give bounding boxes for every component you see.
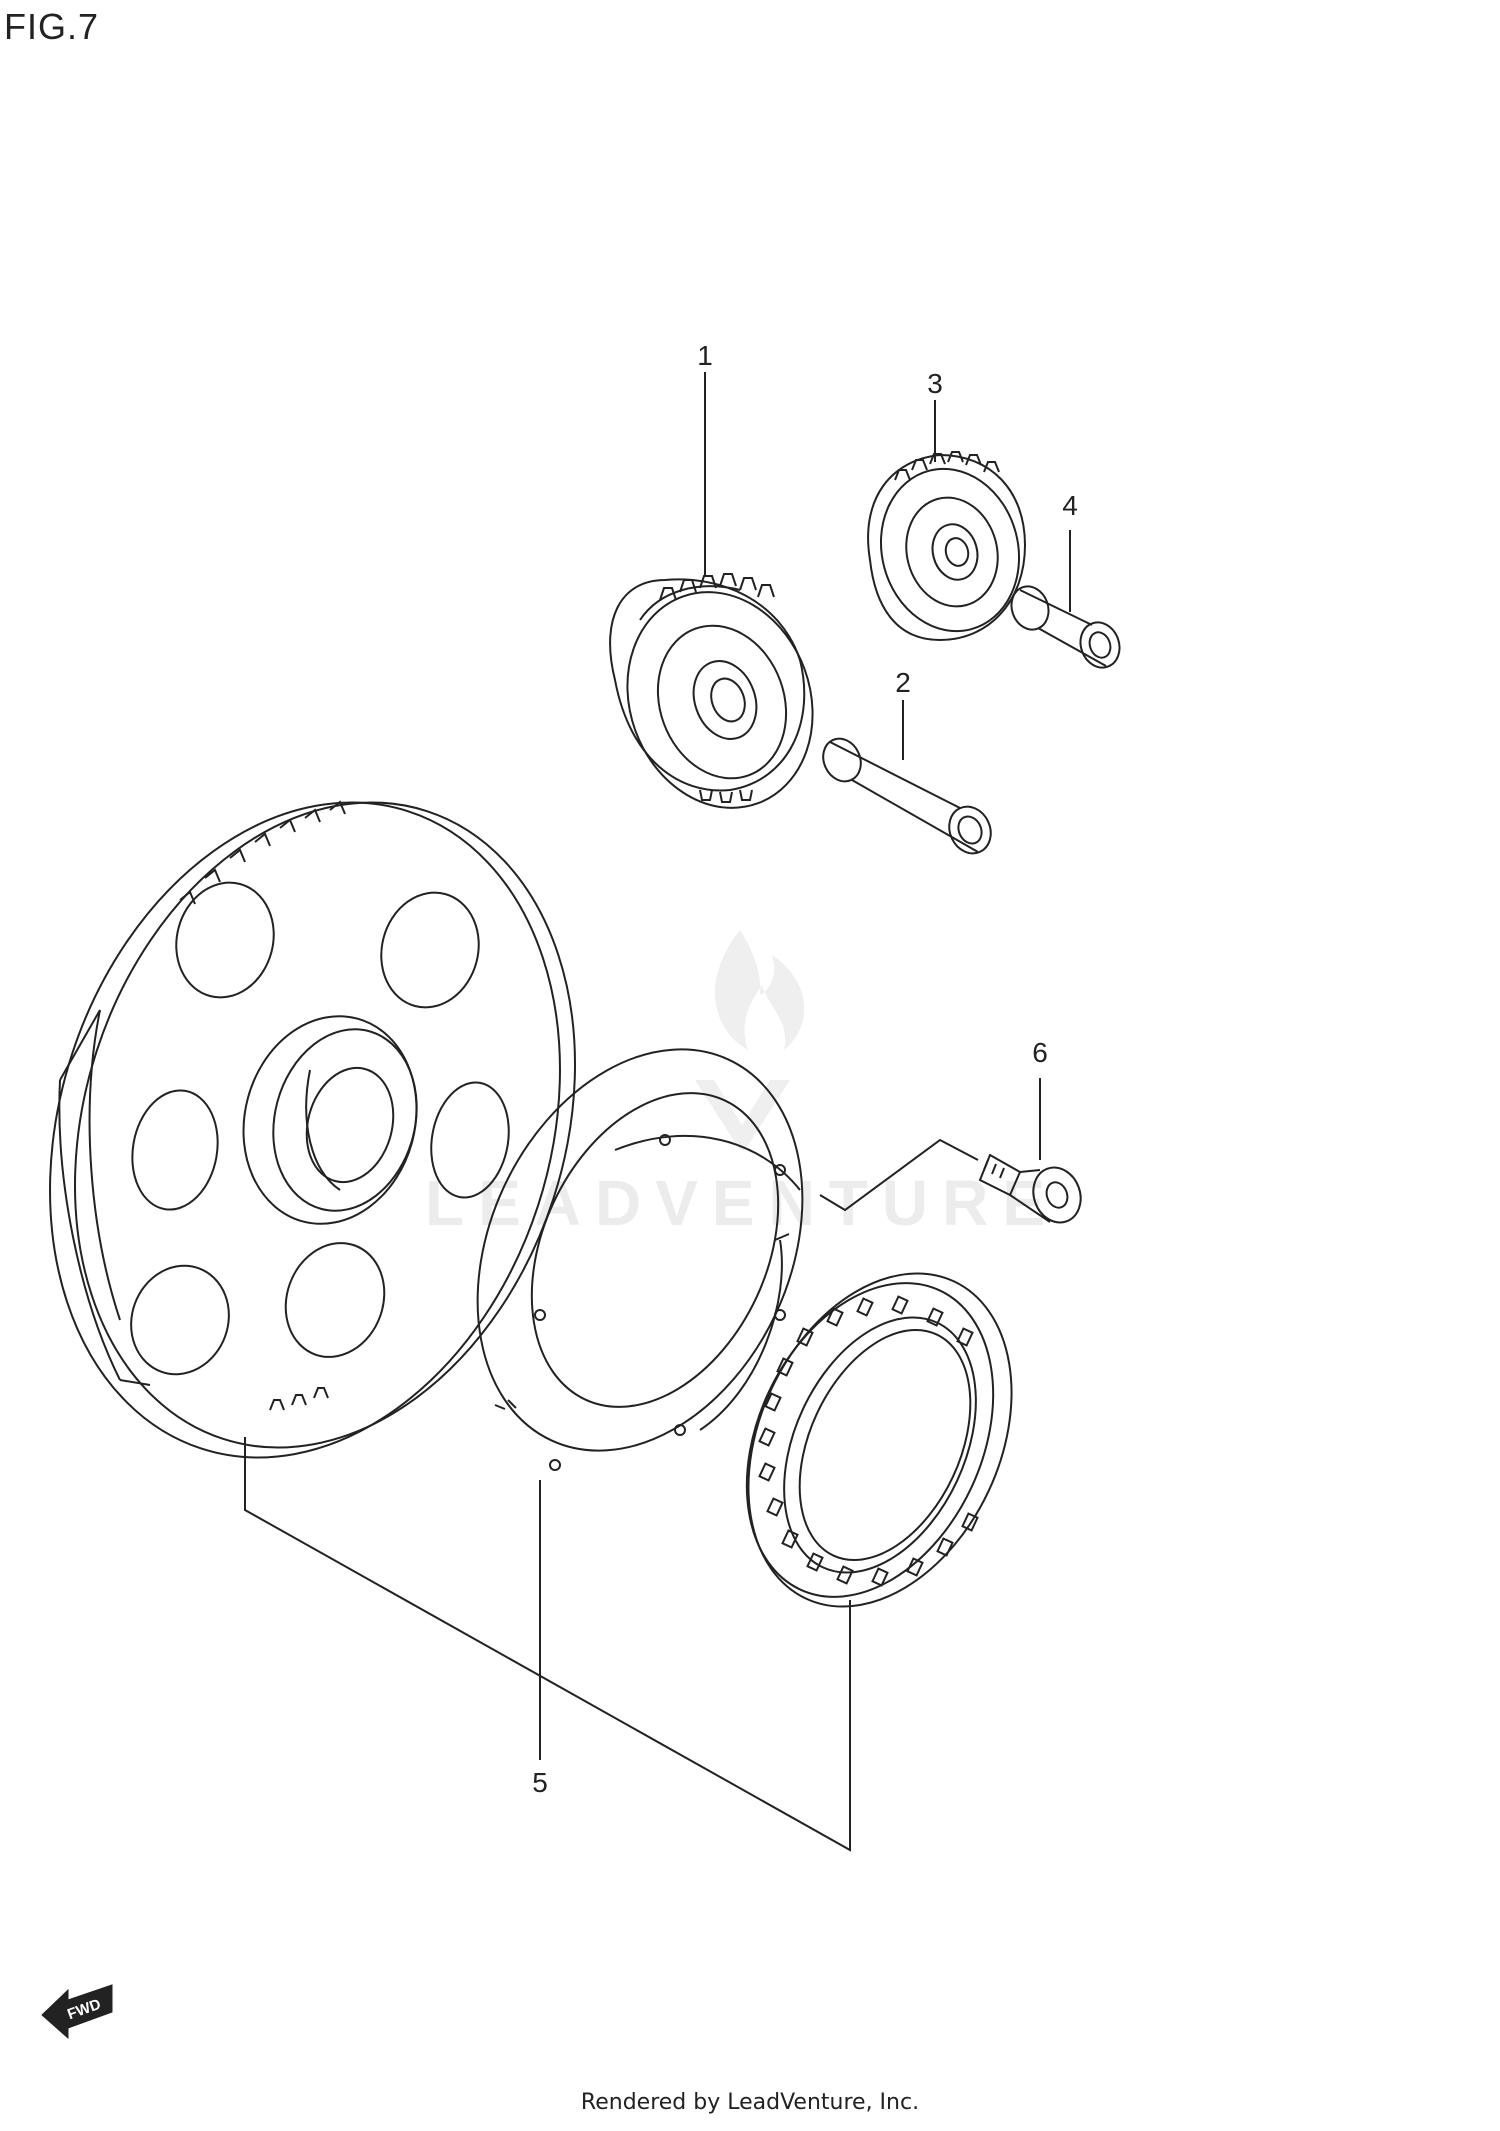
part-1-gear <box>609 573 814 809</box>
footer-credit: Rendered by LeadVenture, Inc. <box>580 2090 920 2115</box>
callout-5: 5 <box>532 1767 548 1798</box>
part-4-pin <box>1010 585 1121 669</box>
watermark: LEADVENTURE <box>425 930 1059 1239</box>
figure-title: FIG.7 <box>4 6 100 47</box>
part-5-clutch-housing <box>476 1048 804 1471</box>
bearing-rollers <box>758 1295 979 1587</box>
callout-6: 6 <box>1032 1037 1048 1068</box>
part-starter-gear <box>49 800 576 1459</box>
leader-lines <box>244 372 1071 1852</box>
part-6-bolt <box>978 1153 1082 1224</box>
callout-3: 3 <box>927 368 943 399</box>
callout-4: 4 <box>1062 490 1078 521</box>
watermark-text: LEADVENTURE <box>425 1167 1059 1239</box>
fwd-arrow-icon: FWD <box>41 1984 113 2040</box>
callout-1: 1 <box>697 340 713 371</box>
part-2-shaft <box>822 737 992 855</box>
part-3-gear <box>867 451 1027 642</box>
flame-logo-icon <box>695 930 805 1150</box>
callout-2: 2 <box>895 667 911 698</box>
callout-labels: 1 2 3 4 5 6 <box>532 340 1078 1798</box>
part-sprag-bearing <box>745 1272 1013 1608</box>
